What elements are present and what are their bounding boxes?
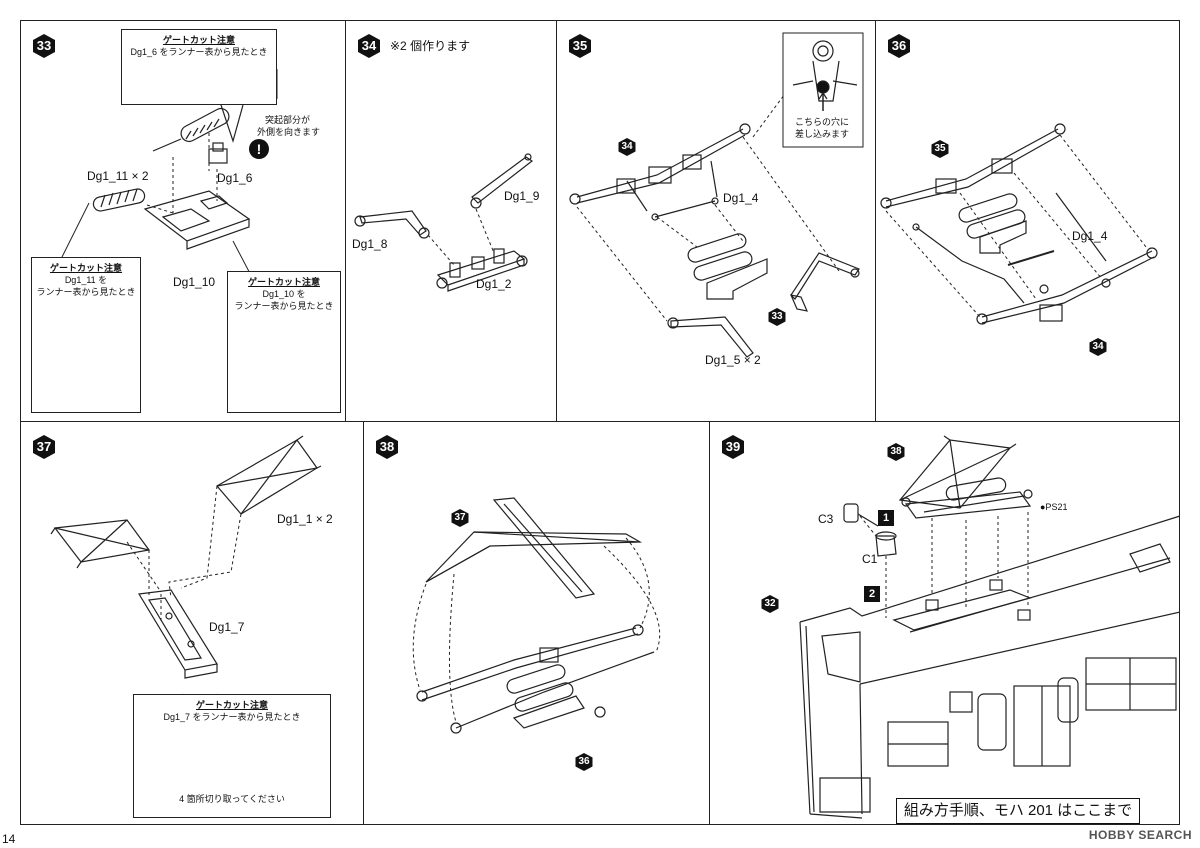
step-36-illustration [880, 123, 1158, 325]
step-38-ref-36-badge: 36 [574, 752, 594, 772]
watermark-logo: HOBBY SEARCH [1088, 828, 1192, 842]
step-39-ref-38-badge: 38 [886, 442, 906, 462]
part-label-dg1-8: Dg1_8 [352, 237, 388, 251]
part-label-ps21: ●PS21 [1040, 502, 1068, 512]
step-33-panel: ! 3 [20, 20, 346, 422]
step-35-inset-line2: 差し込みます [795, 129, 850, 139]
part-label-dg1-7: Dg1_7 [209, 620, 245, 634]
step-33-gatecut-callout-right: ゲートカット注意 Dg1_10 を ランナー表から見たとき [227, 271, 341, 413]
step-35-ref-34-badge: 34 [617, 137, 637, 157]
step-34-illustration [354, 153, 534, 292]
step-35-number: 35 [572, 38, 588, 53]
step-39-sub-2-badge: 2 [864, 586, 880, 602]
step-37-number: 37 [36, 439, 52, 454]
step-33-note-line2: 外側を向きます [257, 127, 321, 137]
part-label-dg1-4: Dg1_4 [723, 191, 759, 205]
step-37-gatecut-callout: ゲートカット注意 Dg1_7 をランナー表から見たとき 4 箇所切り取ってくださ… [133, 694, 331, 818]
part-label-dg1-5: Dg1_5 × 2 [705, 353, 761, 367]
step-38-number: 38 [379, 439, 395, 454]
callout-title: ゲートカット注意 [247, 277, 320, 287]
ref-number: 37 [454, 512, 466, 523]
ref-number: 34 [621, 141, 633, 152]
step-35-ref-33-badge: 33 [767, 307, 787, 327]
ref-number: 35 [934, 143, 946, 154]
step-39-ref-32-badge: 32 [760, 594, 780, 614]
ref-number: 36 [578, 756, 590, 767]
ref-number: 32 [764, 598, 776, 609]
step-35-badge: 35 [567, 33, 593, 59]
step-36-number: 36 [891, 38, 907, 53]
step-33-gatecut-callout-left: ゲートカット注意 Dg1_11 を ランナー表から見たとき [31, 257, 141, 413]
step-33-note-line1: 突起部分が [265, 115, 311, 125]
callout-title: ゲートカット注意 [49, 263, 122, 273]
callout-title: ゲートカット注意 [162, 35, 235, 45]
step-34-panel: 34 ※2 個作ります Dg1_9 Dg1_8 Dg1_2 [345, 20, 557, 422]
step-34-note: ※2 個作ります [390, 39, 471, 53]
part-label-dg1-1: Dg1_1 × 2 [277, 512, 333, 526]
step-37-panel: 37 Dg1_1 × 2 Dg1_7 ゲートカット注意 Dg1_7 をランナー表… [20, 421, 364, 825]
callout-line2: ランナー表から見たとき [36, 287, 136, 297]
step-39-number: 39 [725, 439, 741, 454]
callout-line2: ランナー表から見たとき [234, 301, 334, 311]
page-number: 14 [2, 832, 16, 846]
step-35-panel: 35 34 33 こちらの穴に 差し込みます Dg1_4 Dg1_5 × 2 [556, 20, 876, 422]
step-35-inset-line1: こちらの穴に [795, 117, 850, 127]
callout-text: Dg1_6 をランナー表から見たとき [130, 47, 268, 57]
callout-text: Dg1_7 をランナー表から見たとき [163, 712, 301, 722]
callout-line1: Dg1_10 を [262, 289, 306, 299]
part-label-c1: C1 [862, 552, 878, 566]
step-38-ref-37-badge: 37 [450, 508, 470, 528]
step-36-ref-35-badge: 35 [930, 139, 950, 159]
ref-number: 33 [771, 311, 783, 322]
step-39-illustration [799, 435, 1179, 819]
part-label-dg1-10: Dg1_10 [173, 275, 216, 289]
step-38-panel: 38 37 36 [363, 421, 710, 825]
step-39-sub-1-badge: 1 [878, 510, 894, 526]
step-34-number: 34 [361, 38, 377, 53]
part-label-dg1-11: Dg1_11 × 2 [87, 169, 149, 183]
part-label-dg1-9: Dg1_9 [504, 189, 540, 203]
ref-number: 34 [1092, 341, 1104, 352]
callout-title: ゲートカット注意 [195, 700, 268, 710]
step-34-badge: 34 [356, 33, 382, 59]
step-37-badge: 37 [31, 434, 57, 460]
step-36-ref-34-badge: 34 [1088, 337, 1108, 357]
step-35-illustration [569, 32, 864, 358]
part-label-dg1-4: Dg1_4 [1072, 229, 1108, 243]
part-label-dg1-6: Dg1_6 [217, 171, 253, 185]
assembly-end-note: 組み方手順、モハ 201 はここまで [896, 798, 1140, 824]
part-label-c3: C3 [818, 512, 834, 526]
part-label-dg1-2: Dg1_2 [476, 277, 512, 291]
step-38-illustration [412, 497, 661, 734]
step-36-panel: 36 35 34 Dg1_4 [875, 20, 1180, 422]
step-33-badge: 33 [31, 33, 57, 59]
callout-line1: Dg1_11 を [64, 275, 108, 285]
step-33-gatecut-callout-top: ゲートカット注意 Dg1_6 をランナー表から見たとき [121, 29, 277, 105]
step-33-number: 33 [36, 38, 52, 53]
svg-text:!: ! [257, 141, 262, 157]
step-39-badge: 39 [720, 434, 746, 460]
step-38-badge: 38 [374, 434, 400, 460]
step-39-panel: 39 38 32 C3 C1 ●PS21 1 2 [709, 421, 1180, 825]
ref-number: 38 [890, 446, 902, 457]
step-36-badge: 36 [886, 33, 912, 59]
callout-note: 4 箇所切り取ってください [179, 794, 285, 804]
